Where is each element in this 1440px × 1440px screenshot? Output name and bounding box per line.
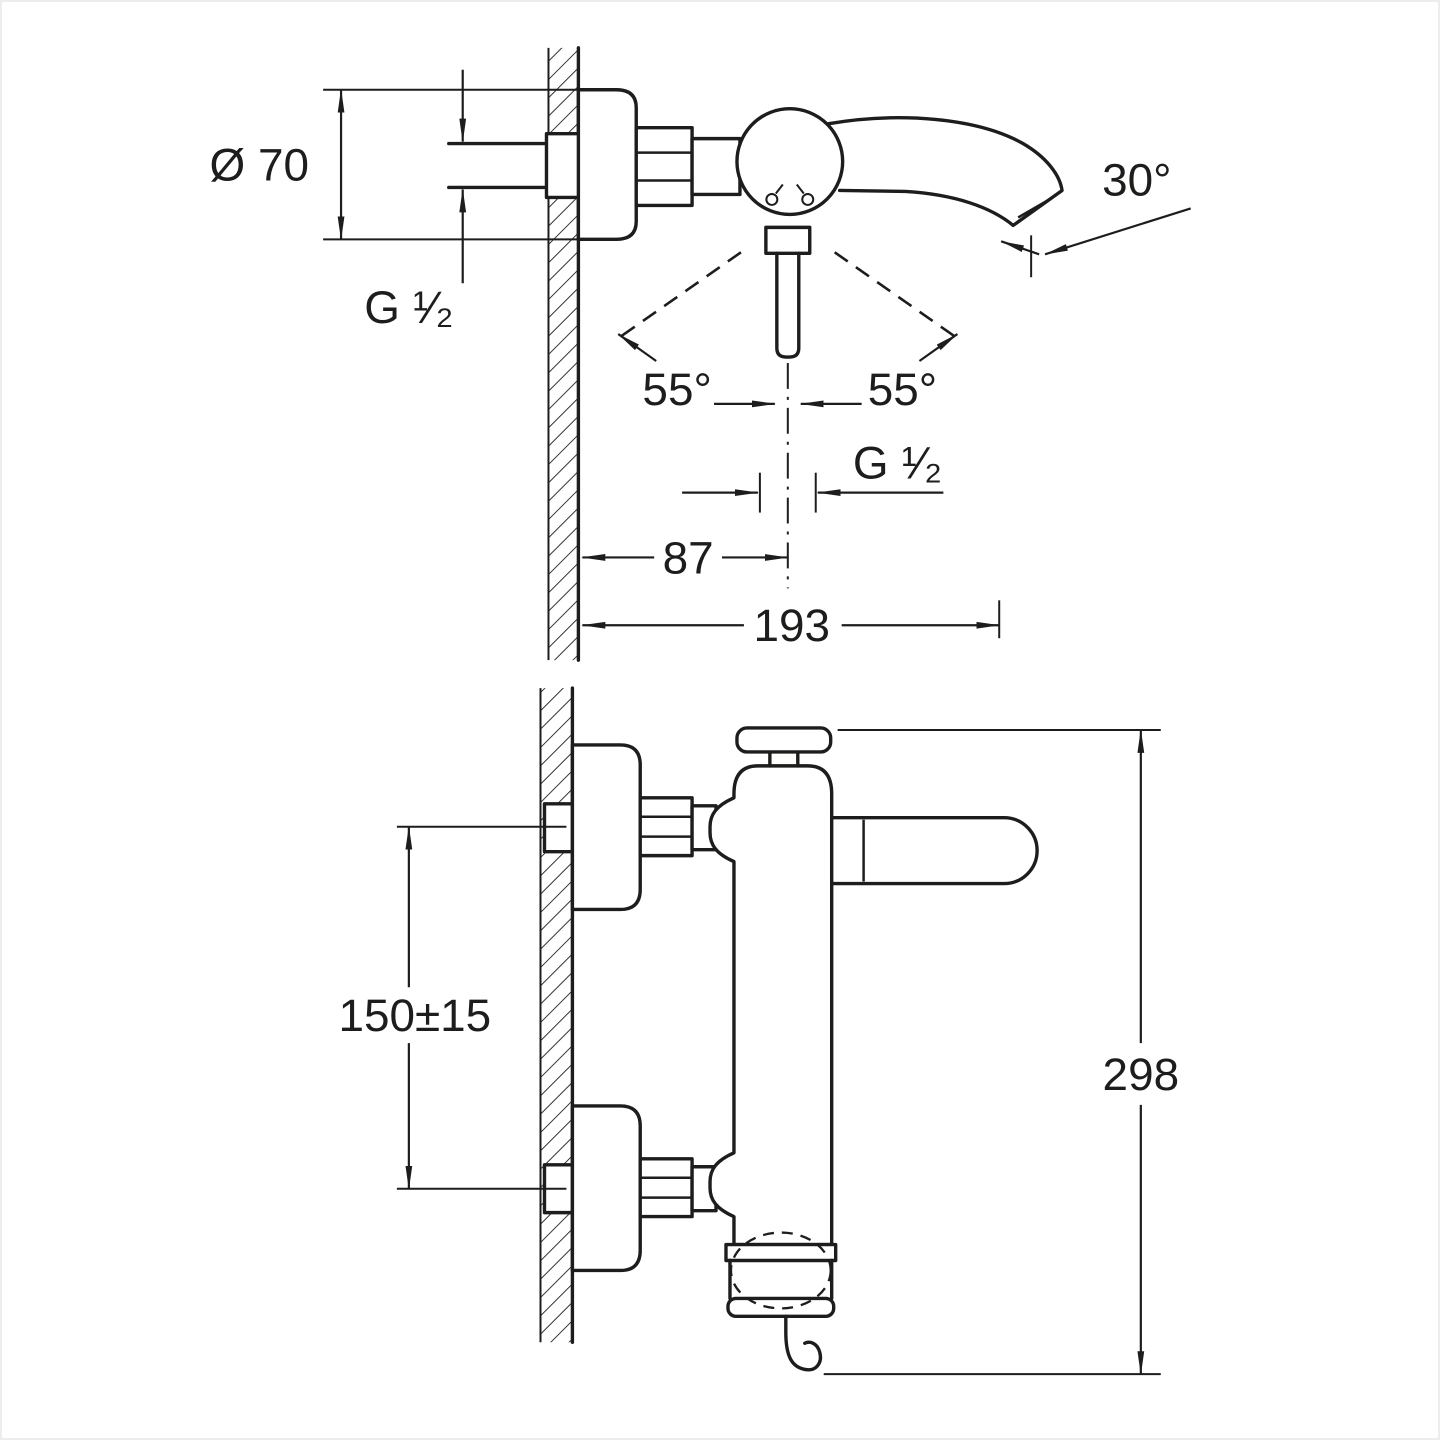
wall-nut <box>544 131 583 200</box>
supply-pipe-body <box>448 145 549 186</box>
supply-pipe-walls <box>447 141 551 190</box>
spout-outlet-lip <box>1017 197 1052 219</box>
swing-arrow-left <box>617 333 657 362</box>
pivot-dot-right <box>801 192 815 206</box>
cap-neck <box>768 750 800 768</box>
top-cap <box>735 726 833 754</box>
dim-escutcheon-diameter: Ø 70 <box>210 88 585 241</box>
dim-87-label: 87 <box>663 531 714 583</box>
side-view: 150±15 298 <box>338 686 1180 1376</box>
pivot-ticks <box>775 183 805 195</box>
hex-union-upper <box>638 796 694 858</box>
spout-bottom-band <box>726 1296 836 1319</box>
escutcheon-top-view <box>576 88 638 242</box>
dim-handle-swing: 55° 55° <box>613 251 963 415</box>
dim-outlet-thread: G ¹⁄₂ <box>682 437 944 513</box>
spout-outline <box>827 116 1064 228</box>
outlet-hook <box>784 1314 823 1372</box>
swing-left-label: 55° <box>642 363 711 415</box>
dim-inlet-thread: G ¹⁄₂ <box>364 69 467 333</box>
lever-outline <box>829 816 1039 886</box>
swing-right-label: 55° <box>868 363 937 415</box>
hex-union-lower <box>638 1157 694 1219</box>
mixer-body-side-view <box>708 764 834 1247</box>
cartridge-pivots <box>765 183 815 206</box>
swing-line-left <box>613 251 742 343</box>
swing-arrow-right <box>918 333 959 362</box>
swing-line-right <box>833 251 963 343</box>
escutcheon-upper <box>570 743 642 912</box>
lever-top-view <box>764 225 812 359</box>
tub-spout-bottom <box>724 1231 838 1372</box>
pivot-dot-left <box>765 192 779 206</box>
supply-pipe <box>447 131 583 200</box>
aerator-hidden-circle <box>729 1231 832 1310</box>
dim-193-label: 193 <box>754 599 831 651</box>
lever-base <box>764 225 812 255</box>
angle-leader <box>1044 207 1192 256</box>
lower-inlet <box>542 1104 718 1273</box>
escutcheon-lower <box>570 1104 642 1273</box>
inlet-thread-label: G ¹⁄₂ <box>364 281 453 333</box>
dim-wall-to-spout: 193 <box>581 599 1001 651</box>
hex-union-top-view <box>634 125 694 208</box>
mixer-body-top-view <box>735 107 845 217</box>
lever-side-view <box>829 816 1039 886</box>
dim-150-label: 150±15 <box>338 989 491 1041</box>
outlet-thread-label: G ¹⁄₂ <box>853 437 942 489</box>
union-connector <box>690 136 742 197</box>
top-view: 55° 55° G ¹⁄₂ 87 193 <box>210 46 1192 662</box>
wall-section-side-view <box>539 686 575 1344</box>
dim-70-label: Ø 70 <box>210 139 309 191</box>
hex-union-outline <box>634 125 694 208</box>
dim-wall-to-center: 87 <box>581 531 789 583</box>
angle-arrow <box>1000 240 1040 256</box>
dim-inlet-distance: 150±15 <box>338 825 567 1190</box>
wall-hatch <box>540 688 573 1343</box>
dim-overall-height: 298 <box>823 728 1180 1376</box>
dim-spout-angle: 30° <box>1000 154 1192 278</box>
dim-298-label: 298 <box>1103 1048 1180 1100</box>
spout-collar <box>724 1242 838 1263</box>
spout-top-view <box>827 116 1064 228</box>
lever-bar <box>775 251 801 359</box>
spout-angle-label: 30° <box>1102 154 1171 206</box>
